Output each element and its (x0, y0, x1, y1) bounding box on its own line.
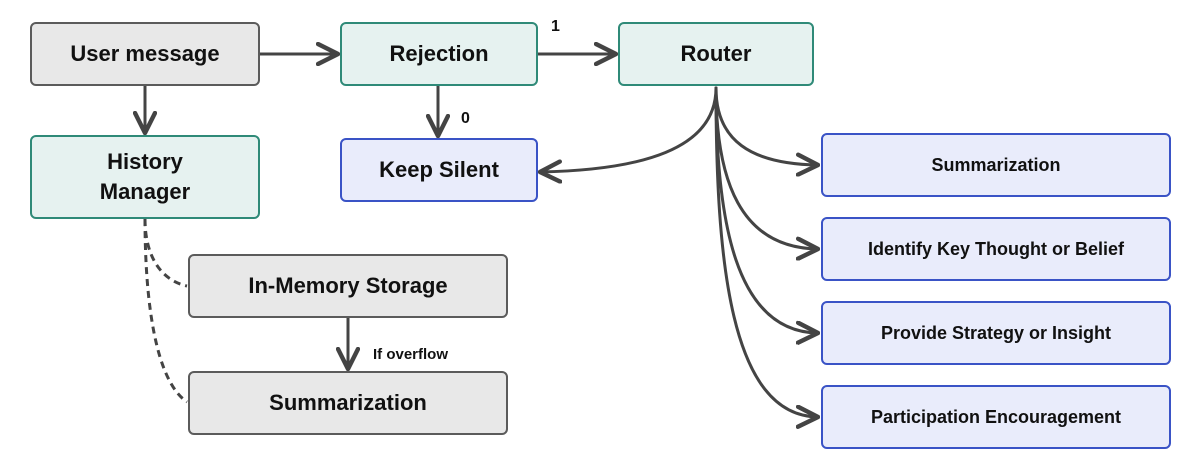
node-summarization-left-label: Summarization (269, 390, 427, 415)
node-history-manager-label: History Manager (99, 149, 191, 204)
node-summarization-left: Summarization (188, 371, 508, 435)
node-identify-key-thought-label: Identify Key Thought or Belief (867, 238, 1124, 259)
node-in-memory-storage: In-Memory Storage (188, 254, 508, 318)
node-user-message: User message (30, 22, 260, 86)
node-user-message-label: User message (70, 41, 220, 66)
node-summarization-right: Summarization (821, 133, 1171, 197)
node-identify-key-thought: Identify Key Thought or Belief (821, 217, 1171, 281)
dashed-history-to-storage (143, 218, 188, 288)
node-keep-silent-label: Keep Silent (379, 157, 499, 182)
edge-label-rejection-to-router: 1 (551, 18, 560, 35)
node-router-label: Router (680, 41, 752, 66)
dashed-history-to-summarization (143, 218, 188, 404)
node-participation-encouragement: Participation Encouragement (821, 385, 1171, 449)
edge-label-if-overflow: If overflow (373, 346, 449, 363)
edge-label-rejection-to-keep-silent: 0 (461, 110, 470, 127)
node-provide-strategy: Provide Strategy or Insight (821, 301, 1171, 365)
edge-router-to-identify (714, 86, 818, 249)
node-provide-strategy-label: Provide Strategy or Insight (880, 322, 1112, 343)
edge-router-to-strategy (714, 86, 818, 333)
node-in-memory-storage-label: In-Memory Storage (248, 273, 448, 298)
node-participation-encouragement-label: Participation Encouragement (870, 406, 1122, 427)
node-keep-silent: Keep Silent (340, 138, 538, 202)
node-history-manager: History Manager (30, 135, 260, 219)
node-router: Router (618, 22, 814, 86)
edge-router-to-participation (714, 86, 818, 417)
node-rejection: Rejection (340, 22, 538, 86)
node-rejection-label: Rejection (389, 41, 489, 66)
edge-router-to-keep-silent (540, 86, 718, 172)
node-summarization-right-label: Summarization (931, 154, 1061, 175)
edge-router-to-summarization (714, 86, 818, 165)
